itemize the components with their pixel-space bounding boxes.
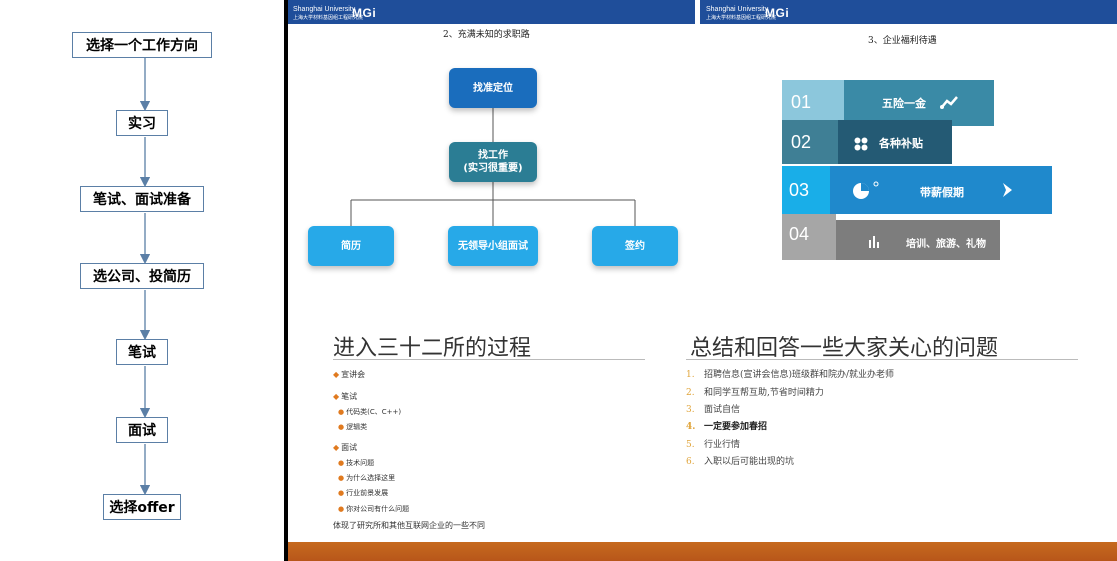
process-sub-prospect: ●行业前景发展 <box>338 489 389 497</box>
slide-footer-bar <box>288 542 1117 561</box>
benefit-4-bar <box>836 220 1000 260</box>
process-item-seminar-label: 宣讲会 <box>341 370 366 379</box>
tree-node-group-interview-label: 无领导小组面试 <box>458 240 528 252</box>
flowchart-panel: 选择一个工作方向 实习 笔试、面试准备 选公司、投简历 笔试 面试 选择offe… <box>0 0 286 561</box>
process-item-seminar: ◆宣讲会 <box>333 370 366 379</box>
process-item-written: ◆笔试 <box>333 392 358 401</box>
summary-item-6-number: 6. <box>686 457 695 467</box>
process-sub-logic-label: 逻辑类 <box>346 423 368 431</box>
process-sub-why-label: 为什么选择这里 <box>346 474 396 482</box>
slide2-logo-mark: MGi <box>765 6 790 20</box>
summary-item-5-number: 5. <box>686 440 695 450</box>
slide1-logo-mark: MGi <box>352 6 377 20</box>
process-sub-questions: ●你对公司有什么问题 <box>338 505 410 513</box>
tree-node-middle: 找工作 (实习很重要) <box>449 142 537 182</box>
process-footer: 体现了研究所和其他互联网企业的一些不同 <box>333 521 485 530</box>
summary-item-6: 6. 入职以后可能出现的坑 <box>686 454 794 467</box>
slide1-logo-cn: 上海大学材料基因组工程研究院 <box>293 15 364 21</box>
tree-connectors <box>350 108 636 226</box>
flow-step-internship: 实习 <box>116 110 168 136</box>
benefit-4-tab <box>782 214 836 260</box>
benefit-2-label: 各种补贴 <box>879 137 923 150</box>
benefit-2-number: 02 <box>791 132 812 152</box>
process-item-interview-label: 面试 <box>341 443 358 452</box>
slide2-logo-cn: 上海大学材料基因组工程研究院 <box>706 15 777 21</box>
process-item-written-label: 笔试 <box>341 392 358 401</box>
tree-node-root: 找准定位 <box>449 68 537 108</box>
process-sub-prospect-label: 行业前景发展 <box>346 489 389 497</box>
summary-item-2-number: 2. <box>686 388 695 398</box>
flowchart-arrows <box>139 58 151 496</box>
tree-node-resume: 简历 <box>308 226 394 266</box>
benefit-1-tab <box>782 80 844 126</box>
process-sub-code: ●代码类(C、C++) <box>338 408 402 416</box>
tree-node-middle-line1: 找工作 <box>478 150 508 161</box>
bar-chart-icon <box>869 236 879 248</box>
benefit-4-number: 04 <box>789 224 810 244</box>
process-sub-tech-label: 技术问题 <box>346 459 375 467</box>
tree-node-root-label: 找准定位 <box>473 82 513 94</box>
chevron-right-icon <box>1003 183 1012 197</box>
tree-node-contract-label: 签约 <box>625 240 645 252</box>
summary-item-6-text: 入职以后可能出现的坑 <box>704 457 795 467</box>
benefit-3-number: 03 <box>789 180 810 200</box>
slide3-title: 进入三十二所的过程 <box>333 336 532 361</box>
flow-step-offer: 选择offer <box>103 494 181 520</box>
process-item-interview: ◆面试 <box>333 443 358 452</box>
benefit-2-tab <box>782 120 838 164</box>
flow-step-direction: 选择一个工作方向 <box>72 32 212 58</box>
process-sub-questions-label: 你对公司有什么问题 <box>346 505 410 513</box>
slide2-header-bar <box>700 0 1117 24</box>
slide3-divider <box>333 359 645 360</box>
summary-item-4: 4. 一定要参加春招 <box>686 419 767 432</box>
slides-panel: Shanghai University 上海大学材料基因组工程研究院 MGi S… <box>288 0 1117 561</box>
pie-icon <box>853 181 879 199</box>
flow-step-prep: 笔试、面试准备 <box>80 186 204 212</box>
benefit-3-label: 带薪假期 <box>920 186 964 199</box>
flow-step-apply: 选公司、投简历 <box>80 263 204 289</box>
slide1-logo-en: Shanghai University <box>293 6 356 13</box>
benefit-3-tab <box>782 166 830 214</box>
summary-item-4-text: 一定要参加春招 <box>704 422 768 432</box>
summary-item-4-number: 4. <box>686 422 696 432</box>
summary-item-1-text: 招聘信息(宣讲会信息)班级群和院办/就业办老师 <box>704 370 895 380</box>
slide4-divider <box>686 359 1078 360</box>
summary-item-1-number: 1. <box>686 370 695 380</box>
process-sub-tech: ●技术问题 <box>338 459 375 467</box>
summary-item-3: 3. 面试自信 <box>686 402 740 415</box>
tree-node-middle-line2: (实习很重要) <box>463 163 523 174</box>
slide1-header-bar <box>288 0 695 24</box>
dots-icon <box>854 137 868 151</box>
summary-item-2: 2. 和同学互帮互助,节省时间精力 <box>686 385 824 398</box>
slide4-title: 总结和回答一些大家关心的问题 <box>690 336 999 361</box>
slide2-caption: 3、企业福利待遇 <box>868 36 937 46</box>
benefit-1-label: 五险一金 <box>882 97 926 110</box>
tree-node-resume-label: 简历 <box>341 240 361 252</box>
tree-node-contract: 签约 <box>592 226 678 266</box>
process-sub-why: ●为什么选择这里 <box>338 474 396 482</box>
benefit-1-number: 01 <box>791 92 812 112</box>
summary-item-1: 1. 招聘信息(宣讲会信息)班级群和院办/就业办老师 <box>686 367 894 380</box>
summary-item-2-text: 和同学互帮互助,节省时间精力 <box>704 388 824 398</box>
summary-item-5: 5. 行业行情 <box>686 437 740 450</box>
summary-item-3-text: 面试自信 <box>704 405 741 415</box>
benefit-4-label: 培训、旅游、礼物 <box>906 239 986 250</box>
slide1-caption: 2、充满未知的求职路 <box>443 30 530 40</box>
slide2-logo-en: Shanghai University <box>706 6 769 13</box>
summary-item-3-number: 3. <box>686 405 695 415</box>
process-sub-code-label: 代码类(C、C++) <box>346 408 402 416</box>
flow-step-written-test: 笔试 <box>116 339 168 365</box>
summary-item-5-text: 行业行情 <box>704 440 741 450</box>
process-sub-logic: ●逻辑类 <box>338 423 368 431</box>
benefit-1-bar <box>844 80 994 126</box>
flow-step-interview: 面试 <box>116 417 168 443</box>
trend-icon <box>940 96 958 109</box>
tree-node-group-interview: 无领导小组面试 <box>448 226 538 266</box>
